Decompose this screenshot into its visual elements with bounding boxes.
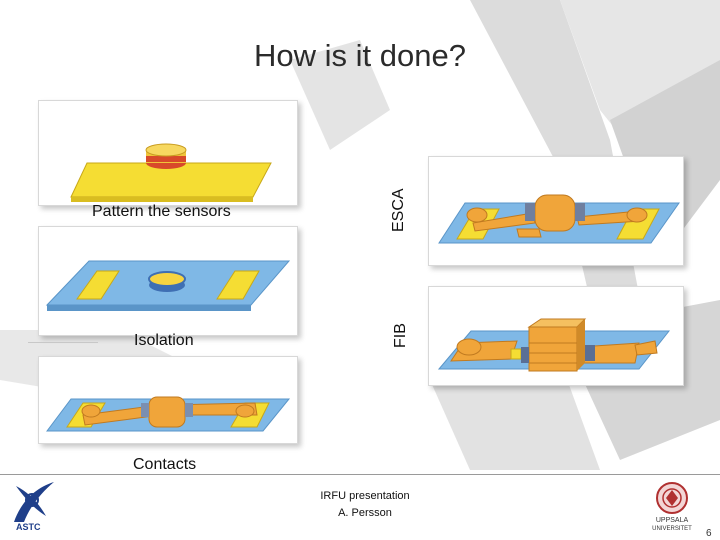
fib-diagram xyxy=(437,318,671,372)
esca-label: ESCA xyxy=(390,188,407,232)
page-number: 6 xyxy=(706,528,712,539)
contacts-label: Contacts xyxy=(133,456,197,473)
divider-line xyxy=(28,342,98,343)
esca-diagram xyxy=(438,194,680,244)
sensor-pattern-diagram xyxy=(70,143,272,202)
uppsala-logo: UPPSALA UNIVERSITET xyxy=(646,478,698,540)
isolation-diagram xyxy=(45,260,291,311)
fib-panel xyxy=(428,286,684,386)
pattern-sensors-panel xyxy=(38,100,298,206)
contacts-panel xyxy=(38,356,298,444)
uppsala-logo-text-1: UPPSALA xyxy=(656,517,689,524)
isolation-label: Isolation xyxy=(134,332,194,349)
footer-presentation: IRFU presentation xyxy=(320,490,410,502)
contacts-diagram xyxy=(46,396,291,432)
slide-title: How is it done? xyxy=(254,38,466,73)
fib-label: FIB xyxy=(392,323,409,348)
footer-divider xyxy=(0,474,720,475)
astc-logo: ASTC xyxy=(8,476,58,532)
footer-author: A. Persson xyxy=(338,507,392,519)
astc-logo-text: ASTC xyxy=(16,522,41,532)
pattern-sensors-label: Pattern the sensors xyxy=(92,203,231,220)
esca-panel xyxy=(428,156,684,266)
uppsala-logo-text-2: UNIVERSITET xyxy=(652,526,692,532)
isolation-panel xyxy=(38,226,298,336)
